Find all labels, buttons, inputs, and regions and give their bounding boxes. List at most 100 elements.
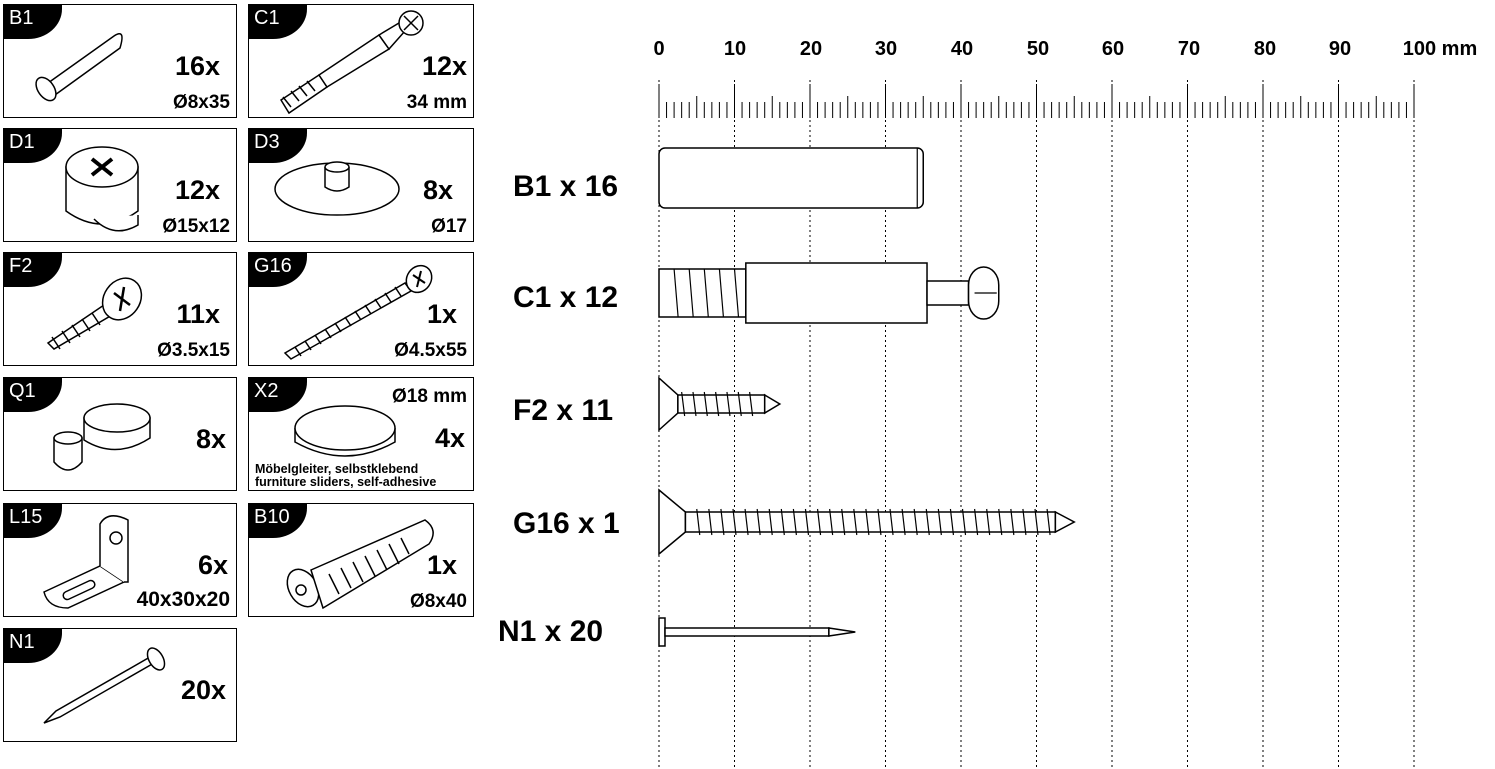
part-quantity: 8x <box>195 424 226 454</box>
c1-thread-section <box>658 268 747 318</box>
f2-thread-line <box>715 391 720 417</box>
g16-thread-line <box>804 508 810 536</box>
f2-thread-line <box>692 391 697 417</box>
g16-thread-line <box>1034 508 1039 536</box>
c1-thread-line <box>733 268 740 318</box>
g16-thread-line <box>780 508 785 536</box>
row-label-n1: N1 x 20 <box>498 615 604 648</box>
bumper-pad-icon <box>274 161 400 216</box>
part-quantity: 12x <box>174 175 220 205</box>
g16-thread-line <box>901 508 906 536</box>
g16-thread-line <box>961 508 967 536</box>
g16-thread-line <box>937 508 942 536</box>
g16-thread-line <box>877 508 882 536</box>
part-code: B1 <box>4 5 62 39</box>
c1-neck <box>926 280 970 306</box>
part-panel-n1: N1 20x <box>3 628 237 742</box>
g16-thread-line <box>1046 508 1051 536</box>
ruler-tick-label: 10 <box>723 38 747 60</box>
ruler-tick-label: 50 <box>1026 38 1050 60</box>
g16-thread-line <box>853 508 858 536</box>
ruler-tick-label: 0 <box>653 38 665 60</box>
ruler-tick-label: 90 <box>1328 38 1352 60</box>
part-quantity: 4x <box>434 423 465 453</box>
ruler-tick-label: 100 mm <box>1402 38 1478 60</box>
part-quantity: 16x <box>174 51 220 81</box>
wall-plug-icon <box>286 519 434 610</box>
f2-thread-line <box>726 391 731 417</box>
g16-thread-line <box>816 508 822 536</box>
g16-thread-line <box>829 508 834 536</box>
part-panel-l15: L15 6x 40x30x20 <box>3 503 237 617</box>
part-note-en: furniture sliders, self-adhesive <box>255 475 437 489</box>
g16-thread-line <box>841 508 846 536</box>
g16-thread-line <box>1022 508 1027 536</box>
g16-screw-tip <box>1054 510 1076 534</box>
g16-thread-line <box>1010 508 1015 536</box>
nail-icon <box>43 647 166 724</box>
shelf-pin-icon <box>53 403 151 471</box>
f2-thread-line <box>681 391 686 417</box>
c1-thread-line <box>673 268 679 318</box>
part-panel-c1: C1 12x 34 mm <box>248 4 474 118</box>
cam-lock-icon <box>65 146 139 232</box>
part-dimension: Ø18 mm <box>392 386 467 407</box>
part-quantity: 20x <box>180 675 226 705</box>
c1-thread-line <box>718 268 724 318</box>
part-panel-d1: D1 12x Ø15x12 <box>3 128 237 242</box>
f2-thread-line <box>703 391 708 417</box>
part-quantity: 12x <box>421 51 467 81</box>
part-quantity: 1x <box>426 550 457 580</box>
g16-thread-line <box>913 508 918 536</box>
part-panel-f2: F2 11x Ø3.5x15 <box>3 252 237 366</box>
ruler-tick-label: 20 <box>799 38 823 60</box>
ruler-tick-label: 80 <box>1253 38 1277 60</box>
b1-dowel-body <box>658 147 924 209</box>
g16-thread-line <box>768 508 773 536</box>
part-dimension: Ø4.5x55 <box>394 340 467 361</box>
furniture-slider-icon <box>294 405 396 457</box>
short-screw-icon <box>46 277 143 350</box>
g16-thread-line <box>696 508 701 536</box>
row-label-g16: G16 x 1 <box>513 507 620 540</box>
g16-thread-line <box>744 508 749 536</box>
ruler-tick-label: 40 <box>950 38 974 60</box>
part-panel-d3: D3 8x Ø17 <box>248 128 474 242</box>
ruler-tick-label: 60 <box>1101 38 1125 60</box>
part-dimension: 34 mm <box>406 92 467 113</box>
g16-thread-line <box>973 508 979 536</box>
part-dimension: 40x30x20 <box>136 588 230 611</box>
f2-thread-line <box>737 391 742 417</box>
part-quantity: 1x <box>426 299 457 329</box>
g16-thread-line <box>720 508 725 536</box>
part-panel-b1: B1 16x Ø8x35 <box>3 4 237 118</box>
n1-nail-tip <box>828 627 856 637</box>
n1-nail-shank <box>664 627 830 637</box>
c1-thread-line <box>688 268 694 318</box>
part-note-de: Möbelgleiter, selbstklebend <box>255 462 419 476</box>
cam-bolt-icon <box>279 10 424 115</box>
part-panel-g16: G16 1x Ø4.5x55 <box>248 252 474 366</box>
angle-bracket-icon <box>43 515 129 609</box>
part-dimension: Ø8x35 <box>172 92 230 113</box>
long-screw-icon <box>283 264 433 360</box>
g16-thread-line <box>792 508 797 536</box>
part-quantity: 8x <box>422 175 453 205</box>
part-panel-q1: Q1 8x <box>3 377 237 491</box>
part-dimension: Ø8x40 <box>409 591 467 612</box>
g16-screw-head <box>658 488 687 556</box>
n1-nail-head <box>658 617 666 647</box>
part-quantity: 6x <box>197 550 228 580</box>
g16-thread-line <box>925 508 930 536</box>
row-label-c1: C1 x 12 <box>513 281 619 314</box>
part-panel-b10: B10 1x Ø8x40 <box>248 503 474 617</box>
g16-thread-line <box>986 508 991 536</box>
part-panel-x2: X2 Ø18 mm 4x Möbelgleiter, selbstklebend… <box>248 377 474 491</box>
g16-thread-line <box>756 508 761 536</box>
g16-thread-line <box>732 508 737 536</box>
part-dimension: Ø3.5x15 <box>157 340 230 361</box>
row-label-b1: B1 x 16 <box>513 170 619 203</box>
ruler-tick-label: 30 <box>874 38 898 60</box>
g16-thread-line <box>708 508 713 536</box>
part-dimension: Ø15x12 <box>162 216 230 237</box>
